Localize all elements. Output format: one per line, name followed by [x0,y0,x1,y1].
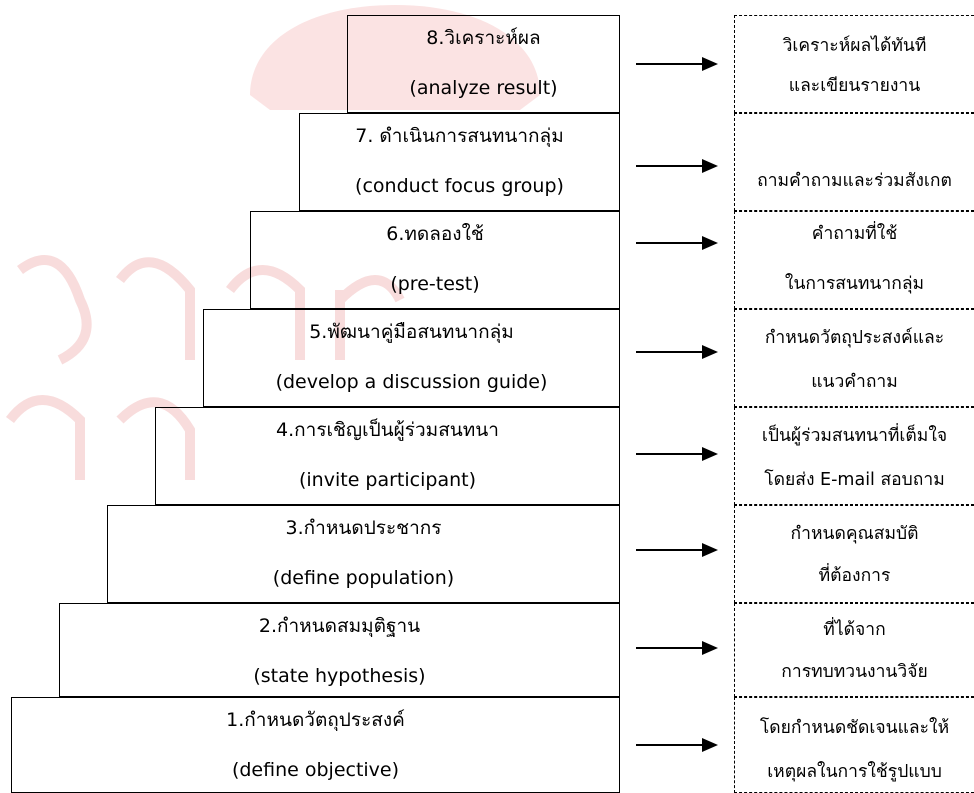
step-2-english: (state hypothesis) [253,665,426,687]
note-step-6-line2: ในการสนทนากลุ่ม [784,274,925,294]
step-7: 7. ดำเนินการสนทนากลุ่ม (conduct focus gr… [299,113,620,211]
note-step-5: กำหนดวัตถุประสงค์และ แนวคำถาม [734,309,974,407]
note-step-4-line1: เป็นผู้ร่วมสนทนาที่เต็มใจ [761,426,948,446]
step-3-thai: 3.กำหนดประชากร [285,517,442,539]
step-8-english: (analyze result) [409,77,558,99]
arrow-right-icon [636,641,718,655]
note-step-2: ที่ได้จาก การทบทวนงานวิจัย [734,603,974,697]
step-6-english: (pre-test) [390,273,480,295]
step-8: 8.วิเคราะห์ผล (analyze result) [347,15,620,113]
note-step-1: โดยกำหนดชัดเจนและให้ เหตุผลในการใช้รูปแบ… [734,697,974,793]
step-3-english: (define population) [272,567,455,589]
note-step-5-line1: กำหนดวัตถุประสงค์และ [764,328,945,348]
step-7-thai: 7. ดำเนินการสนทนากลุ่ม [355,125,564,147]
note-step-5-line2: แนวคำถาม [811,372,898,392]
note-step-7: ถามคำถามและร่วมสังเกต [734,113,974,211]
step-5-thai: 5.พัฒนาคู่มือสนทนากลุ่ม [309,321,514,343]
step-1-english: (define objective) [231,759,400,781]
arrow-right-icon [636,236,718,250]
note-step-6-line1: คำถามที่ใช้ [811,224,898,244]
arrow-right-icon [636,447,718,461]
note-step-3: กำหนดคุณสมบัติ ที่ต้องการ [734,505,974,603]
step-3: 3.กำหนดประชากร (define population) [107,505,620,603]
note-step-3-line2: ที่ต้องการ [818,566,891,586]
step-4-thai: 4.การเชิญเป็นผู้ร่วมสนทนา [276,419,499,441]
note-step-1-line1: โดยกำหนดชัดเจนและให้ [759,718,950,738]
arrow-right-icon [636,345,718,359]
step-8-thai: 8.วิเคราะห์ผล [426,27,541,49]
step-1-thai: 1.กำหนดวัตถุประสงค์ [226,709,405,731]
arrow-right-icon [636,57,718,71]
step-2-thai: 2.กำหนดสมมุติฐาน [258,615,421,637]
step-5-english: (develop a discussion guide) [275,371,548,393]
step-6: 6.ทดลองใช้ (pre-test) [250,211,620,309]
step-2: 2.กำหนดสมมุติฐาน (state hypothesis) [59,603,620,697]
arrow-right-icon [636,738,718,752]
arrow-right-icon [636,543,718,557]
note-step-4: เป็นผู้ร่วมสนทนาที่เต็มใจ โดยส่ง E-mail … [734,407,974,505]
note-step-8-line1: วิเคราะห์ผลได้ทันที [782,36,927,56]
arrow-right-icon [636,159,718,173]
note-step-8-line2: และเขียนรายงาน [788,76,921,96]
step-4-english: (invite participant) [298,469,476,491]
note-step-3-line1: กำหนดคุณสมบัติ [790,524,919,544]
note-step-2-line1: ที่ได้จาก [823,620,886,640]
note-step-2-line2: การทบทวนงานวิจัย [781,662,928,682]
step-5: 5.พัฒนาคู่มือสนทนากลุ่ม (develop a discu… [203,309,620,407]
note-step-6: คำถามที่ใช้ ในการสนทนากลุ่ม [734,211,974,309]
note-step-4-line2: โดยส่ง E-mail สอบถาม [764,470,945,490]
step-4: 4.การเชิญเป็นผู้ร่วมสนทนา (invite partic… [155,407,620,505]
note-step-1-line2: เหตุผลในการใช้รูปแบบ [767,762,942,782]
step-7-english: (conduct focus group) [355,175,564,197]
note-step-8: วิเคราะห์ผลได้ทันที และเขียนรายงาน [734,15,974,113]
note-step-7-line1: ถามคำถามและร่วมสังเกต [757,171,952,191]
step-6-thai: 6.ทดลองใช้ [386,223,484,245]
step-1: 1.กำหนดวัตถุประสงค์ (define objective) [11,697,620,793]
